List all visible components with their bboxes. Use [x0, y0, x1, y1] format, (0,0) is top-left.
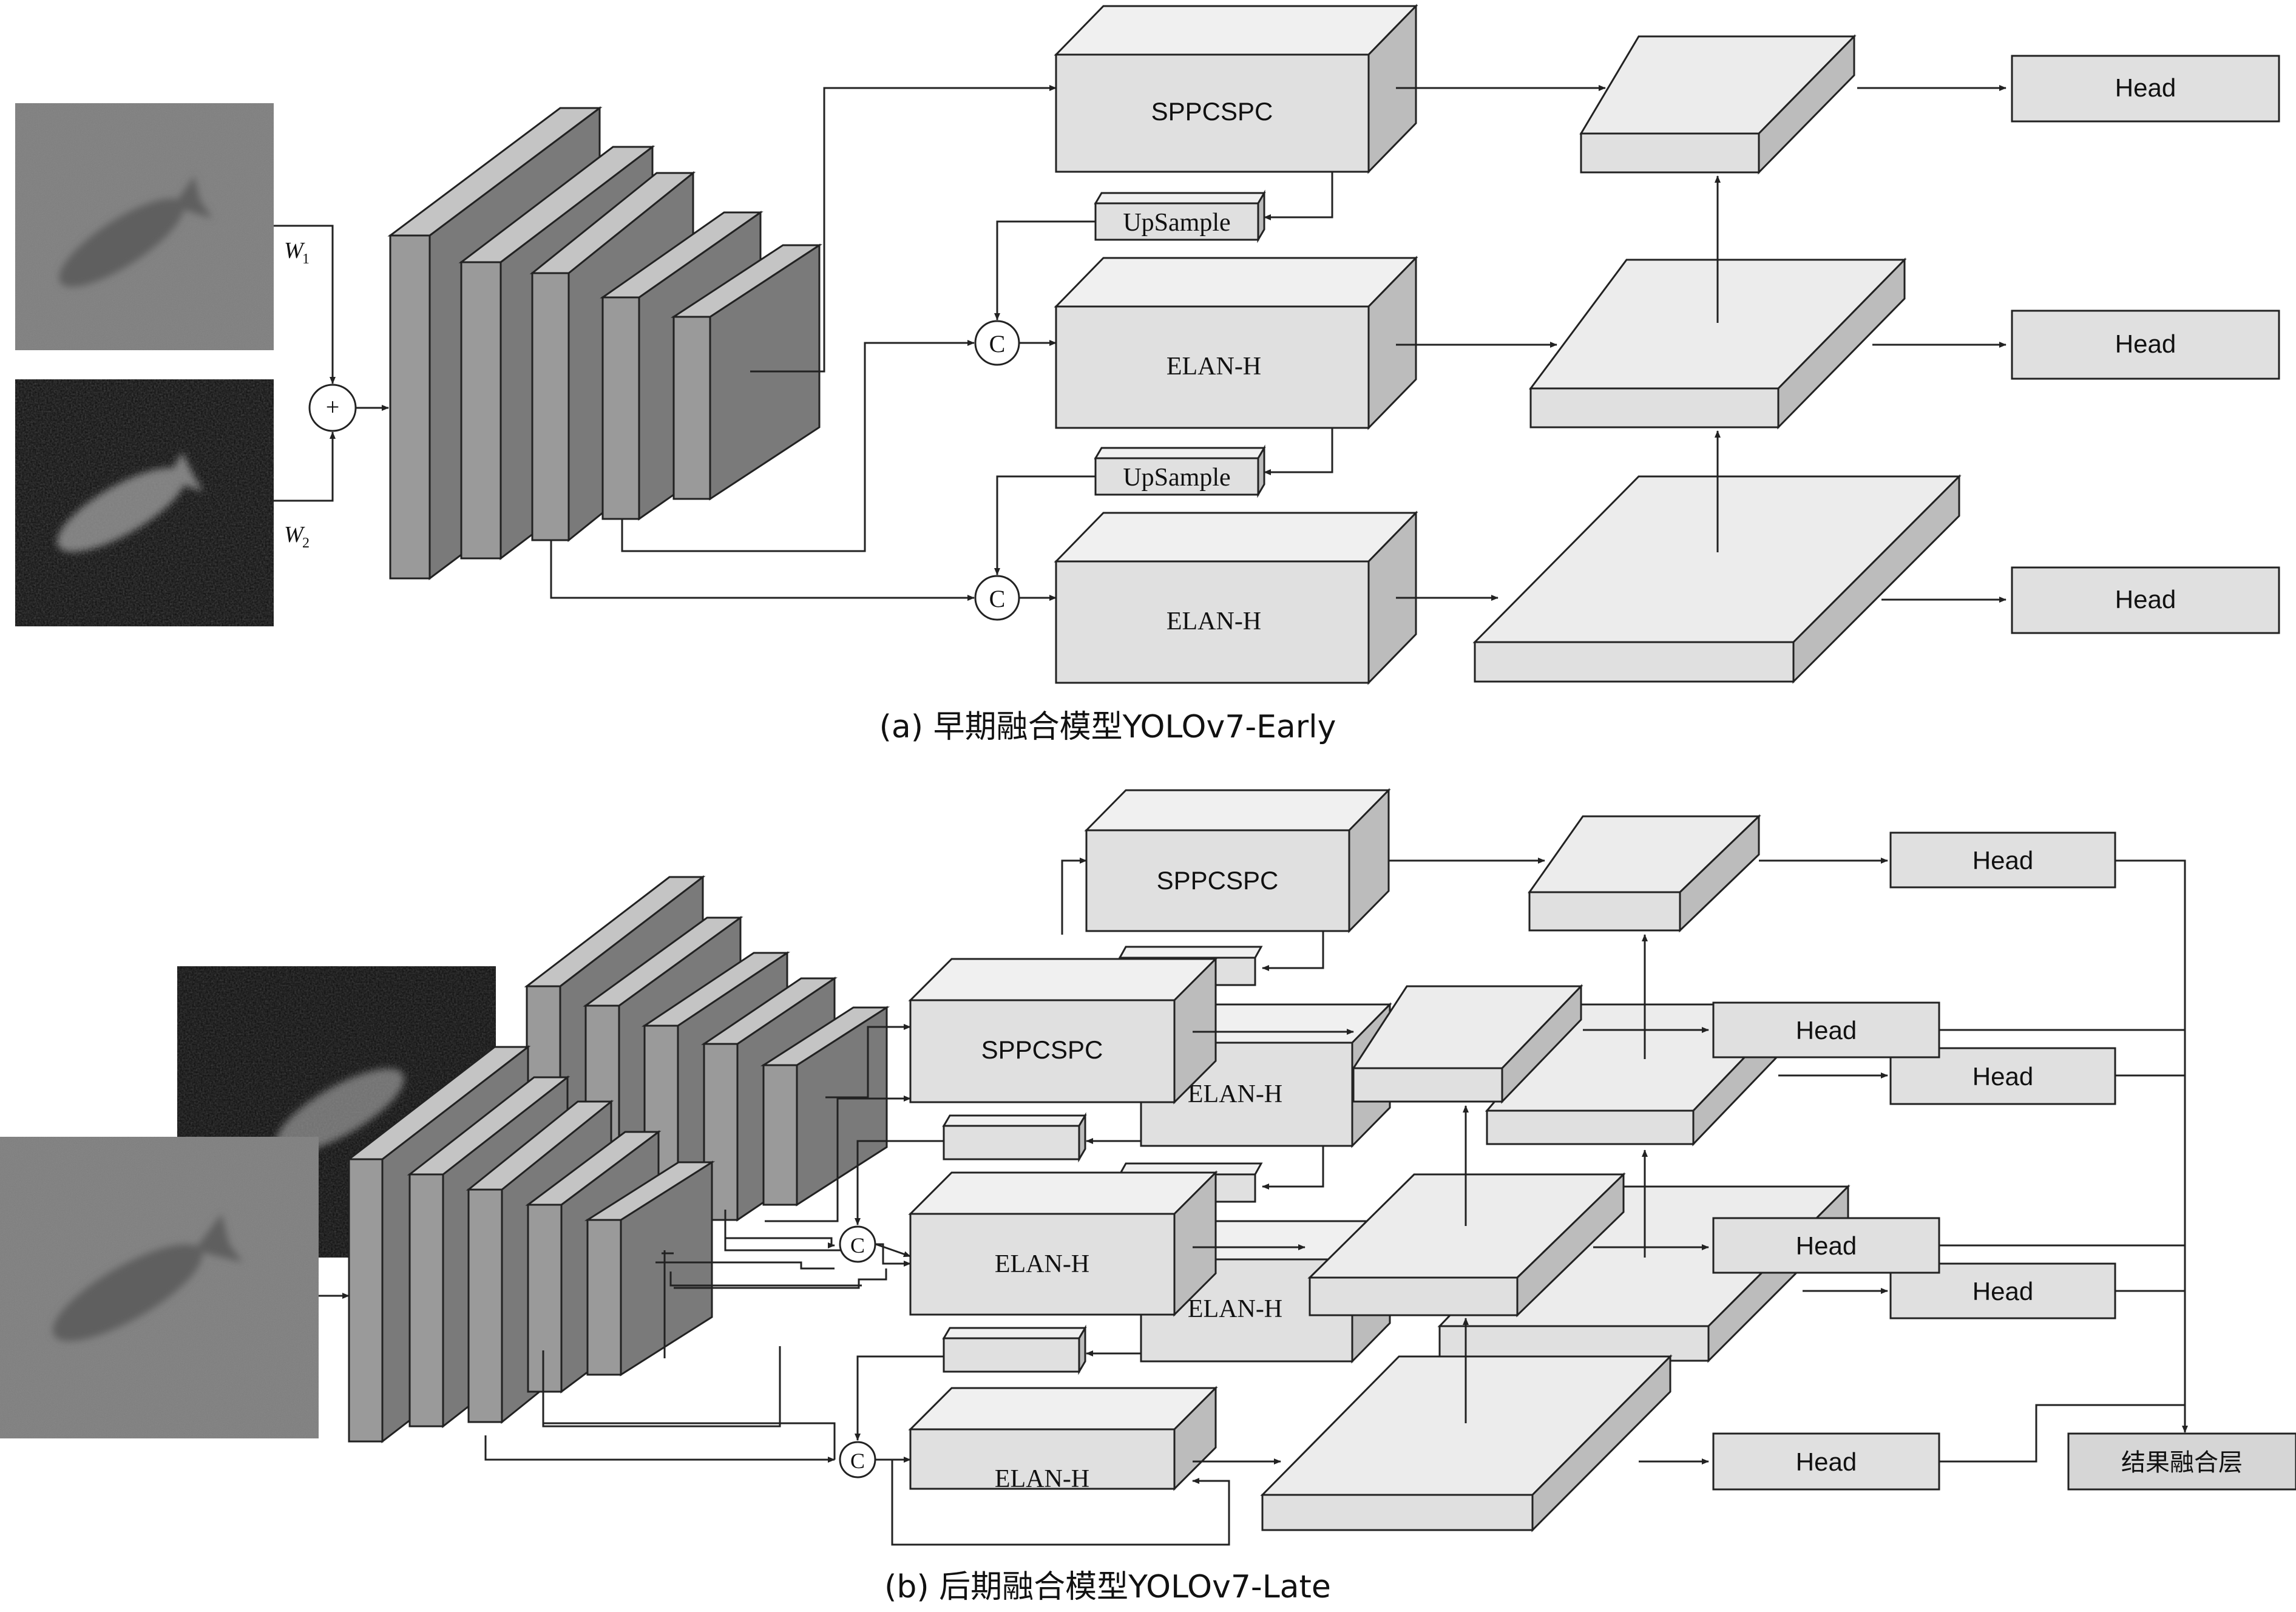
svg-text:Head: Head: [1796, 1448, 1857, 1476]
head-a-2: Head: [2011, 310, 2280, 380]
svg-text:C: C: [850, 1233, 865, 1258]
svg-text:SPPCSPC: SPPCSPC: [1151, 97, 1273, 126]
svg-text:ELAN-H: ELAN-H: [995, 1250, 1089, 1278]
weight-1-label: W: [284, 238, 305, 263]
svg-text:Head: Head: [1973, 1062, 2033, 1091]
head-b-front-1: Head: [1712, 1001, 1940, 1058]
panel-a: W 1 W 2 + SPPCSPC: [15, 4, 2280, 745]
add-operator: +: [308, 384, 357, 432]
backbone-stack: [387, 106, 823, 580]
svg-text:+: +: [326, 393, 340, 421]
late-front-upsample-1: [942, 1112, 1087, 1163]
late-front-feature-medium: [1307, 1172, 1626, 1318]
svg-text:ELAN-H: ELAN-H: [1188, 1295, 1282, 1323]
head-b-front-3: Head: [1712, 1432, 1940, 1491]
svg-text:C: C: [989, 330, 1006, 357]
svg-text:C: C: [850, 1449, 865, 1473]
head-a-3: Head: [2011, 566, 2280, 634]
svg-text:ELAN-H: ELAN-H: [1167, 353, 1261, 381]
panel-a-caption: (a) 早期融合模型YOLOv7-Early: [879, 709, 1336, 745]
svg-text:Head: Head: [1973, 846, 2033, 875]
late-front-feature-small: [1352, 984, 1583, 1104]
feature-map-large: [1472, 474, 1962, 684]
late-back-feature-small: [1528, 814, 1761, 933]
rgb-input-image: [15, 103, 274, 350]
concat-operator-2: C: [974, 575, 1020, 621]
sppcspc-module: SPPCSPC: [1054, 4, 1418, 174]
svg-text:SPPCSPC: SPPCSPC: [1157, 866, 1279, 895]
panel-b-caption: (b) 后期融合模型YOLOv7-Late: [884, 1569, 1331, 1605]
upsample-module-1: UpSample: [1094, 189, 1266, 243]
late-front-elan-1: ELAN-H: [908, 1170, 1218, 1317]
svg-text:ELAN-H: ELAN-H: [995, 1465, 1089, 1493]
head-b-back-1: Head: [1889, 831, 2116, 889]
svg-text:Head: Head: [1796, 1231, 1857, 1260]
late-rgb-input-image: [0, 1137, 319, 1438]
late-concat-operator-1: C: [839, 1225, 876, 1263]
late-front-sppcspc: SPPCSPC: [908, 957, 1218, 1105]
concat-operator-1: C: [974, 320, 1020, 366]
svg-text:UpSample: UpSample: [1123, 209, 1230, 237]
late-back-sppcspc: SPPCSPC: [1084, 788, 1391, 933]
late-back-block-5: [760, 1006, 890, 1207]
head-a-1: Head: [2011, 55, 2280, 123]
svg-text:Head: Head: [2115, 585, 2176, 614]
upsample-module-2: UpSample: [1094, 444, 1266, 498]
panel-b: SPPCSPC ELAN-H ELAN-H: [0, 788, 2296, 1605]
weight-1-subscript: 1: [302, 251, 310, 267]
svg-text:Head: Head: [2115, 330, 2176, 358]
svg-text:Head: Head: [1796, 1016, 1857, 1045]
head-b-front-2: Head: [1712, 1217, 1940, 1274]
svg-text:UpSample: UpSample: [1123, 464, 1230, 492]
elan-h-module-2: ELAN-H: [1054, 510, 1418, 685]
late-concat-operator-2: C: [839, 1441, 876, 1478]
sonar-input-image: [15, 379, 274, 626]
late-front-block-5: [584, 1160, 716, 1377]
svg-text:C: C: [989, 585, 1006, 612]
late-front-backbone: [346, 1045, 716, 1444]
feature-map-small: [1579, 34, 1857, 175]
weight-2-label: W: [284, 522, 305, 547]
svg-text:ELAN-H: ELAN-H: [1188, 1080, 1282, 1108]
late-front-feature-large: [1260, 1354, 1673, 1532]
svg-text:Head: Head: [2115, 73, 2176, 102]
feature-map-medium: [1529, 257, 1907, 430]
late-front-elan-2: ELAN-H: [908, 1386, 1218, 1493]
result-fusion-layer: 结果融合层: [2067, 1432, 2296, 1491]
weight-2-subscript: 2: [302, 535, 310, 551]
late-front-upsample-2: [942, 1324, 1087, 1375]
svg-text:SPPCSPC: SPPCSPC: [981, 1035, 1103, 1064]
svg-text:Head: Head: [1973, 1277, 2033, 1306]
elan-h-module-1: ELAN-H: [1054, 256, 1418, 430]
late-back-backbone: [524, 875, 890, 1222]
svg-text:ELAN-H: ELAN-H: [1167, 608, 1261, 635]
svg-text:结果融合层: 结果融合层: [2121, 1449, 2243, 1477]
